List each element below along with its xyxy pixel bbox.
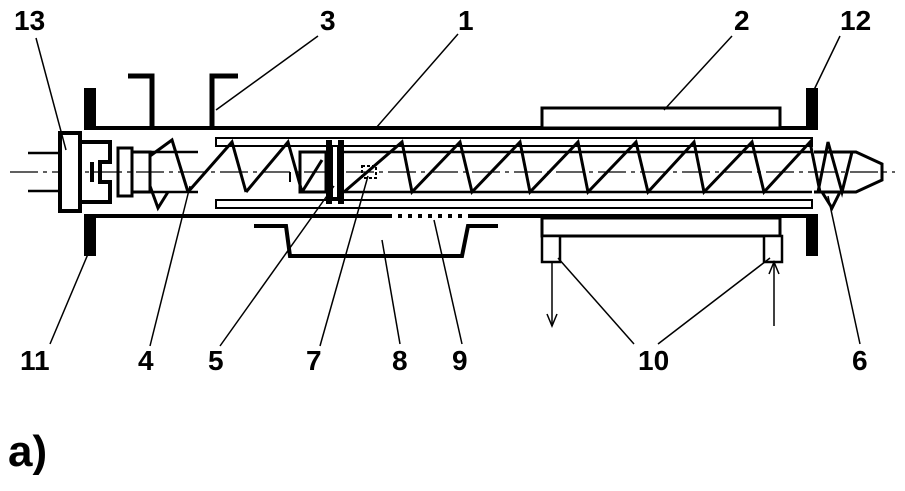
label-9: 9 bbox=[452, 345, 468, 376]
drain-trough bbox=[254, 224, 498, 258]
label-8: 8 bbox=[392, 345, 408, 376]
flange-right bbox=[806, 88, 818, 256]
metering-screw bbox=[343, 138, 822, 196]
screw bbox=[148, 137, 324, 212]
label-1: 1 bbox=[458, 5, 474, 36]
coupling bbox=[58, 131, 152, 213]
label-13: 13 bbox=[14, 5, 45, 36]
heater bbox=[540, 106, 782, 130]
cooling-jacket bbox=[540, 216, 784, 328]
torpedo-marker bbox=[361, 165, 377, 179]
subfigure-label: a) bbox=[8, 427, 47, 476]
label-3: 3 bbox=[320, 5, 336, 36]
label-11: 11 bbox=[20, 345, 50, 376]
flange-left bbox=[84, 88, 96, 256]
mixing-element bbox=[298, 140, 344, 204]
part-labels: 13 3 1 2 12 11 4 5 7 8 9 10 6 bbox=[14, 5, 871, 376]
label-4: 4 bbox=[138, 345, 154, 376]
label-6: 6 bbox=[852, 345, 868, 376]
label-10: 10 bbox=[638, 345, 669, 376]
screw-tip bbox=[814, 141, 884, 212]
leader-lines bbox=[35, 33, 861, 347]
drive-shaft bbox=[28, 151, 60, 193]
label-12: 12 bbox=[840, 5, 871, 36]
label-2: 2 bbox=[734, 5, 750, 36]
label-5: 5 bbox=[208, 345, 224, 376]
feed-hopper bbox=[128, 73, 238, 128]
label-7: 7 bbox=[306, 345, 322, 376]
